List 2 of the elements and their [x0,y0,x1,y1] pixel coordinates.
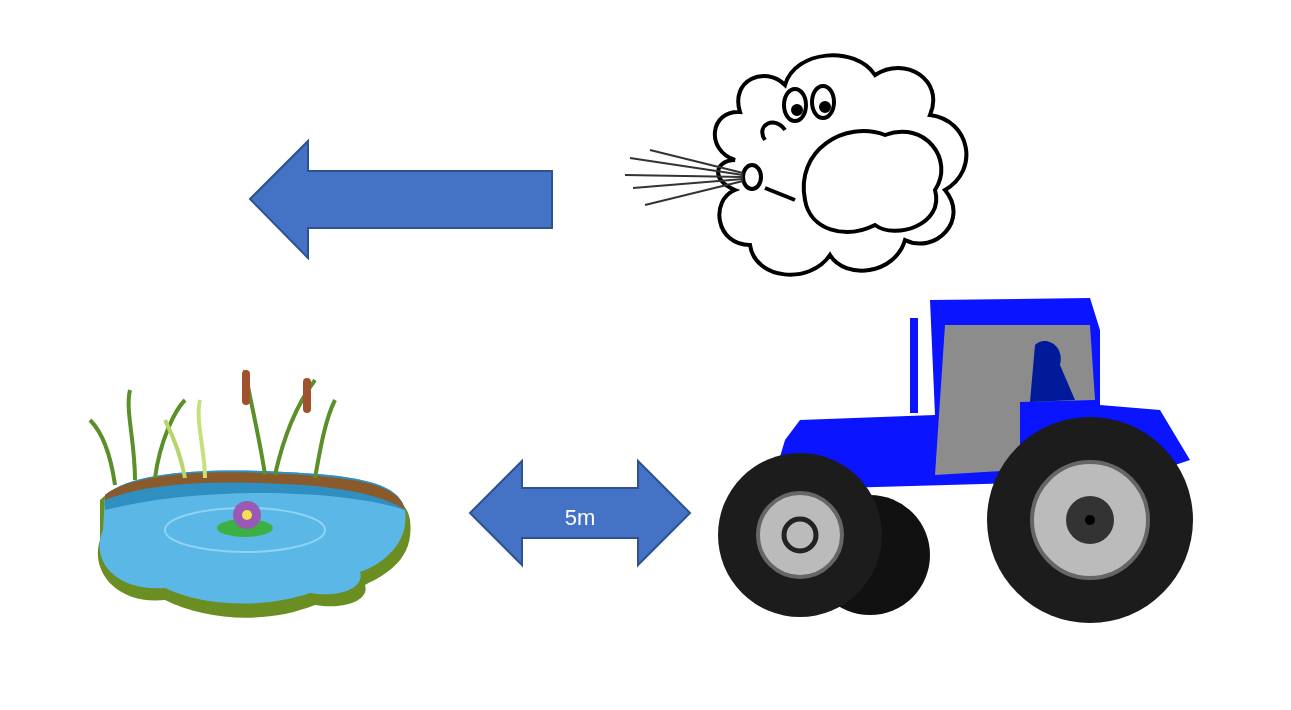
edge-label: 5m [564,505,596,531]
double-arrow [468,458,692,568]
